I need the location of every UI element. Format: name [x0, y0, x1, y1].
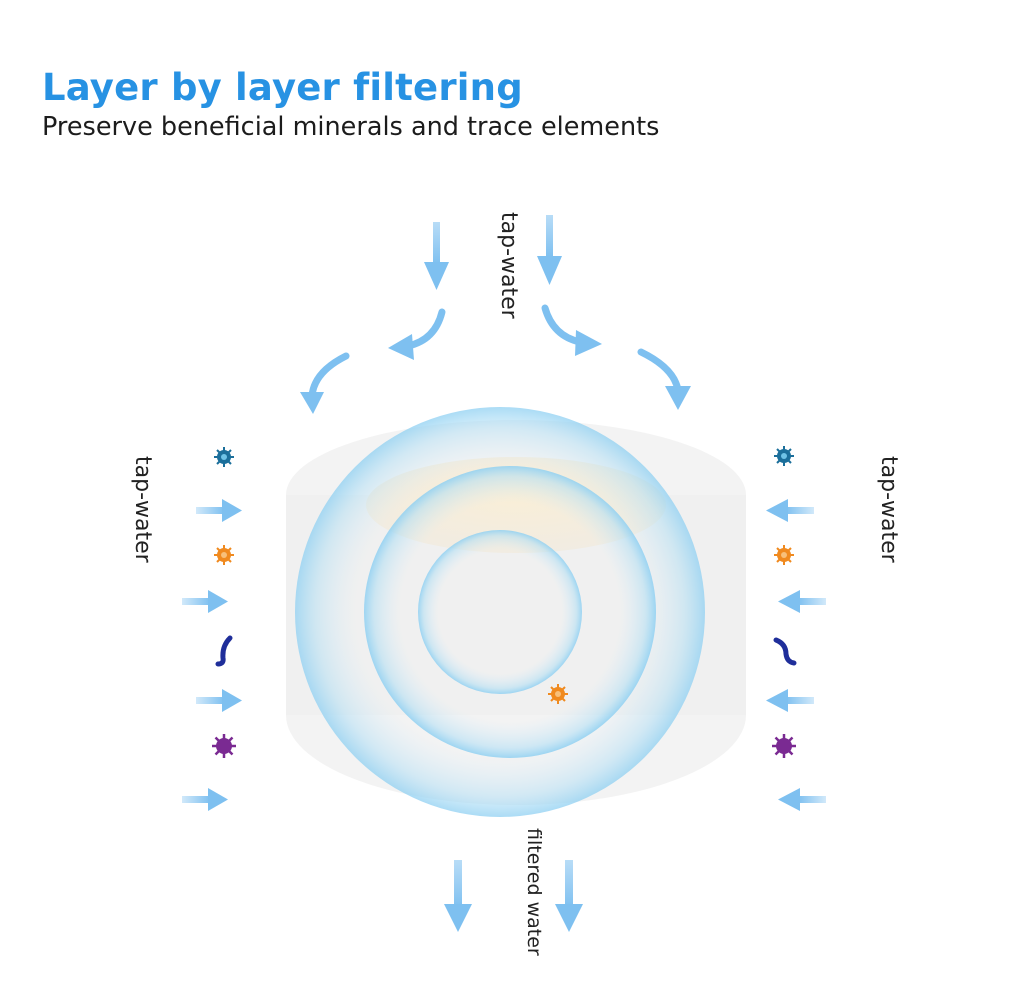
arrow-icon	[182, 590, 228, 613]
blue-virus-icon	[774, 446, 794, 466]
orange-germ-icon	[774, 545, 794, 565]
arrow-icon	[778, 788, 826, 811]
arrow-icon	[196, 689, 242, 712]
arrow-icon	[766, 499, 814, 522]
arrow-icon	[766, 689, 814, 712]
arrow-icon	[196, 499, 242, 522]
purple-virus-icon	[212, 734, 236, 758]
arrow-icon	[541, 304, 602, 356]
top-tap-water-label: tap-water	[496, 212, 521, 320]
arrow-icon	[300, 352, 350, 414]
right-particles	[772, 446, 797, 758]
page-title: Layer by layer filtering	[42, 66, 523, 109]
navy-bacillus-icon	[215, 635, 233, 667]
arrow-icon	[424, 222, 449, 290]
blue-virus-icon	[214, 447, 234, 467]
right-inflow-arrows	[766, 499, 826, 811]
page-subtitle: Preserve beneficial minerals and trace e…	[42, 112, 660, 142]
arrow-icon	[537, 215, 562, 285]
arrow-icon	[444, 860, 472, 932]
arrow-icon	[555, 860, 583, 932]
top-inflow-arrows	[424, 215, 562, 290]
left-tap-water-label: tap-water	[130, 456, 155, 564]
filtration-rings	[295, 407, 705, 817]
arrow-icon	[182, 788, 228, 811]
curved-inflow-arrows	[300, 304, 691, 414]
right-tap-water-label: tap-water	[876, 456, 901, 564]
inner-filter-ring	[418, 530, 582, 694]
orange-germ-icon	[548, 684, 568, 704]
left-particles	[212, 447, 236, 758]
arrow-icon	[637, 348, 691, 410]
orange-germ-icon	[214, 545, 234, 565]
arrow-icon	[778, 590, 826, 613]
bottom-filtered-water-label: filtered water	[523, 828, 545, 956]
arrow-icon	[388, 308, 446, 360]
navy-bacillus-icon	[773, 637, 797, 666]
bottom-outflow-arrows	[444, 860, 583, 932]
left-inflow-arrows	[182, 499, 242, 811]
purple-virus-icon	[772, 734, 796, 758]
